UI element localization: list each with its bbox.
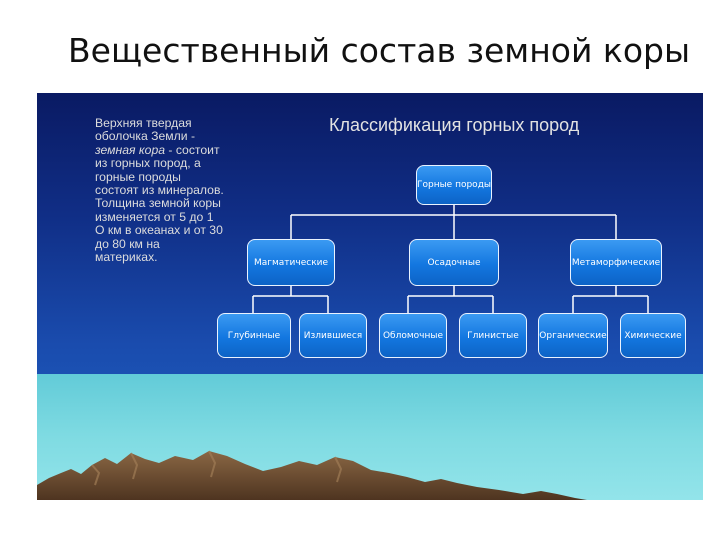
background-scene bbox=[37, 205, 703, 500]
illustration: Верхняя твердая оболочка Земли - земная … bbox=[37, 93, 703, 500]
node-leaf-organic: Органические bbox=[538, 313, 608, 358]
node-category-sedimentary: Осадочные bbox=[409, 239, 499, 286]
slide-title: Вещественный состав земной коры bbox=[68, 31, 691, 70]
node-category-metamorphic: Метаморфические bbox=[570, 239, 662, 286]
node-leaf-chemical: Химические bbox=[620, 313, 686, 358]
intro-text-emphasis: земная кора bbox=[95, 142, 165, 157]
connector-lines bbox=[252, 205, 649, 313]
mountains bbox=[37, 451, 587, 500]
node-leaf-plutonic: Глубинные bbox=[217, 313, 291, 358]
intro-text: Верхняя твердая оболочка Земли - земная … bbox=[95, 116, 225, 265]
node-category-igneous: Магматические bbox=[247, 239, 335, 286]
node-leaf-clastic: Обломочные bbox=[379, 313, 447, 358]
diagram-title: Классификация горных пород bbox=[329, 115, 580, 135]
intro-text-end: - состоит из горных пород, а горные поро… bbox=[95, 142, 224, 265]
node-leaf-clay: Глинистые bbox=[459, 313, 527, 358]
node-root: Горные породы bbox=[416, 165, 492, 205]
mountain-highlights bbox=[91, 450, 343, 486]
node-leaf-volcanic: Излившиеся bbox=[299, 313, 367, 358]
intro-text-start: Верхняя твердая оболочка Земли - bbox=[95, 116, 196, 144]
